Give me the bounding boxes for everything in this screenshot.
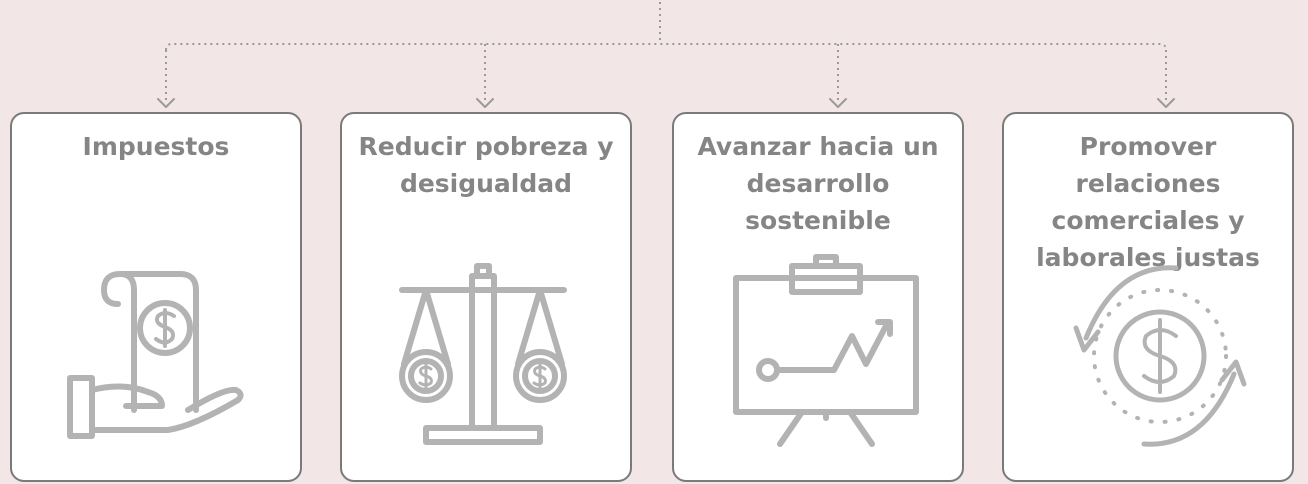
money-cycle-icon xyxy=(1073,265,1247,447)
card-relaciones-justas: Promover relaciones comerciales y labora… xyxy=(1002,112,1294,482)
arrow-head-4 xyxy=(1157,98,1175,108)
card-title: Reducir pobreza y desigualdad xyxy=(358,132,614,198)
card-title: Avanzar hacia un desarrollo sostenible xyxy=(697,132,939,235)
card-title: Impuestos xyxy=(82,132,230,161)
card-reducir-pobreza: Reducir pobreza y desigualdad xyxy=(340,112,632,482)
presentation-chart-icon xyxy=(733,254,919,447)
connector-bar xyxy=(165,43,1167,51)
card-title: Promover relaciones comerciales y labora… xyxy=(1036,132,1260,272)
card-impuestos: Impuestos xyxy=(10,112,302,482)
connector-lines xyxy=(157,2,1175,108)
card-desarrollo-sostenible: Avanzar hacia un desarrollo sostenible xyxy=(672,112,964,482)
arrow-head-3 xyxy=(829,98,847,108)
balance-scale-icon xyxy=(399,263,567,445)
arrow-head-1 xyxy=(157,98,175,108)
arrow-head-2 xyxy=(476,98,494,108)
tax-bill-hand-icon xyxy=(67,271,244,439)
